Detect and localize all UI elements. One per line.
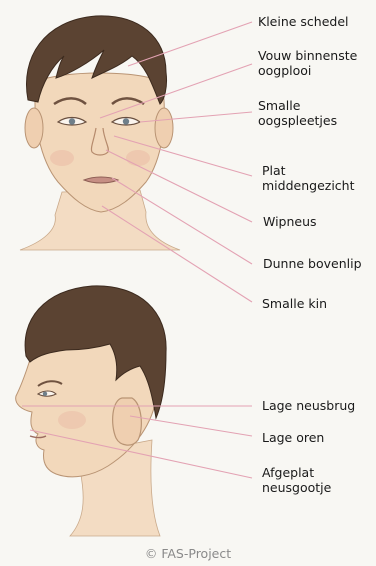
label-lage-neusbrug: Lage neusbrug xyxy=(262,398,355,413)
label-vouw-binnenste-oogplooi: Vouw binnenste oogplooi xyxy=(258,48,357,78)
front-face-drawing xyxy=(20,16,180,250)
front-mouth xyxy=(84,177,118,183)
label-lage-oren: Lage oren xyxy=(262,430,324,445)
label-smalle-oogspleetjes: Smalle oogspleetjes xyxy=(258,98,337,128)
front-face xyxy=(35,73,164,212)
copyright-credit: © FAS-Project xyxy=(0,546,376,561)
leader-lage-oren xyxy=(130,416,252,436)
leader-smalle-kin xyxy=(102,206,252,302)
front-right-ear xyxy=(155,108,173,148)
front-left-ear xyxy=(25,108,43,148)
label-wipneus: Wipneus xyxy=(263,214,317,229)
label-smalle-kin: Smalle kin xyxy=(262,296,327,311)
label-kleine-schedel: Kleine schedel xyxy=(258,14,349,29)
label-afgeplat-neusgootje: Afgeplat neusgootje xyxy=(262,465,331,495)
side-ear xyxy=(113,398,142,445)
label-plat-middengezicht: Plat middengezicht xyxy=(262,163,355,193)
label-dunne-bovenlip: Dunne bovenlip xyxy=(263,256,362,271)
side-face-drawing xyxy=(16,286,166,536)
